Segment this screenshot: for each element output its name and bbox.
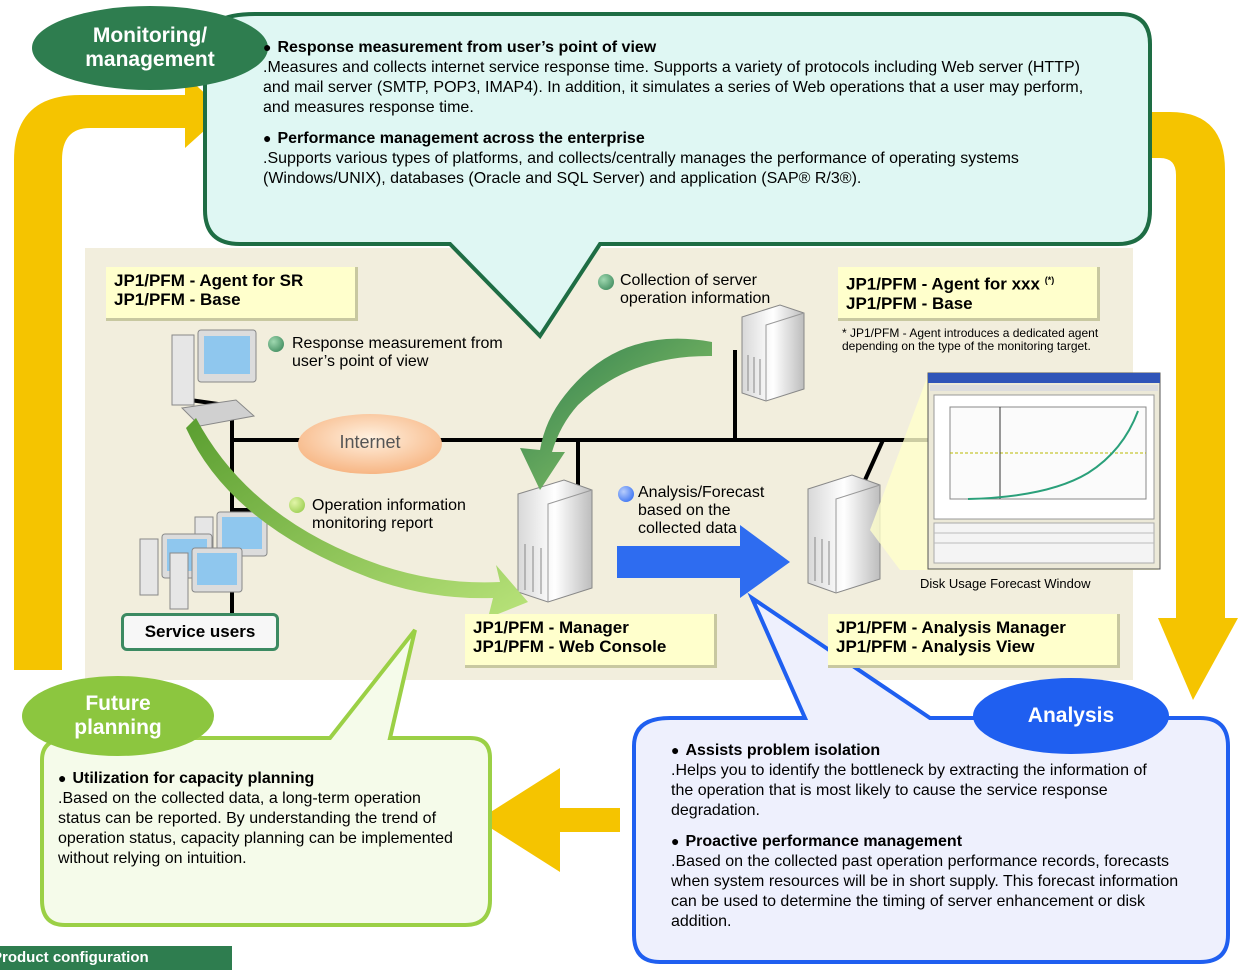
future-heading-1: Utilization for capacity planning — [58, 768, 468, 789]
product-configuration-tab: Product configuration — [0, 946, 232, 970]
report-arrow — [186, 418, 528, 618]
internet-cloud — [298, 414, 442, 474]
monitoring-body-2: .Supports various types of platforms, an… — [263, 150, 1019, 187]
monitoring-bubble-text: Response measurement from user’s point o… — [263, 37, 1123, 199]
collection-dot — [598, 274, 614, 290]
client-pc-group — [139, 511, 268, 610]
operation-report-label: Operation information monitoring report — [312, 497, 466, 532]
internet-label: Internet — [339, 432, 401, 452]
analysis-body-2: .Based on the collected past operation p… — [671, 853, 1179, 930]
future-bubble-text: Utilization for capacity planning .Based… — [58, 768, 468, 879]
client-pc-top — [171, 329, 257, 427]
future-oval — [22, 676, 214, 756]
response-label: Response measurement from user’s point o… — [292, 335, 503, 370]
server-collection — [741, 304, 805, 402]
analysis-heading-2: Proactive performance management — [671, 831, 1211, 852]
analysis-arrow — [617, 525, 790, 598]
disk-usage-window — [927, 372, 1161, 570]
arrow-left-up — [14, 75, 225, 670]
analysis-forecast-label: Analysis/Forecast based on the collected… — [638, 484, 765, 537]
collection-arrow — [520, 338, 712, 490]
service-users-label: Service users — [121, 613, 279, 651]
monitoring-heading-2: Performance management across the enterp… — [263, 128, 1123, 149]
collection-label: Collection of server operation informati… — [620, 272, 771, 307]
analysis-oval — [973, 678, 1169, 754]
analysis-body-1: .Helps you to identify the bottleneck by… — [671, 762, 1147, 819]
monitoring-heading-1: Response measurement from user’s point o… — [263, 37, 1123, 58]
server-analysis — [807, 474, 881, 594]
future-body-1: .Based on the collected data, a long-ter… — [58, 790, 453, 867]
monitoring-body-1: .Measures and collects internet service … — [263, 59, 1084, 116]
agent-note: * JP1/PFM - Agent introduces a dedicated… — [842, 326, 1099, 353]
agent-footnote-mark: (*) — [1044, 275, 1055, 285]
analysis-heading-1: Assists problem isolation — [671, 740, 1211, 761]
report-dot — [289, 497, 305, 513]
manager-label: JP1/PFM - Manager JP1/PFM - Web Console — [465, 614, 717, 668]
agent-sr-label: JP1/PFM - Agent for SR JP1/PFM - Base — [106, 267, 358, 321]
future-title: Future planning — [74, 692, 162, 739]
cycle-arrows — [14, 75, 1238, 872]
analysis-manager-label: JP1/PFM - Analysis Manager JP1/PFM - Ana… — [828, 614, 1120, 668]
analysis-bubble-shape — [632, 592, 1230, 964]
analysis-dot — [618, 486, 634, 502]
agent-xxx-label: JP1/PFM - Agent for xxx (*) JP1/PFM - Ba… — [838, 267, 1100, 321]
analysis-bubble-text: Assists problem isolation .Helps you to … — [671, 740, 1211, 942]
disk-forecast-caption: Disk Usage Forecast Window — [920, 576, 1091, 591]
monitoring-oval — [32, 6, 268, 90]
monitoring-title: Monitoring/ management — [85, 24, 215, 71]
response-dot — [268, 336, 284, 352]
arrow-right-down — [1120, 112, 1238, 700]
arrow-bottom-left — [478, 768, 620, 872]
analysis-title: Analysis — [1027, 704, 1115, 727]
